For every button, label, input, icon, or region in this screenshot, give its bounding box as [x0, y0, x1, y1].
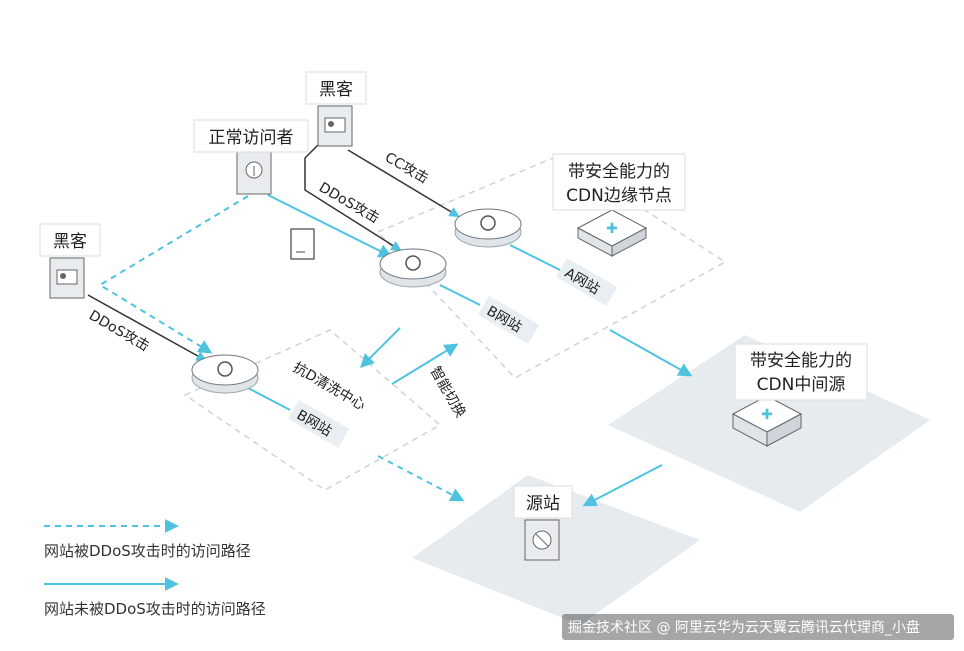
file-icon — [290, 228, 315, 260]
svg-text:带安全能力的: 带安全能力的 — [568, 162, 670, 182]
edge-label-smart-switch: 智能切换 — [427, 364, 470, 421]
svg-text:带安全能力的: 带安全能力的 — [750, 351, 852, 371]
dashed-paths — [98, 195, 465, 502]
path-lines — [87, 144, 693, 507]
path-b-node-to-site — [439, 284, 481, 306]
svg-text:正常访问者: 正常访问者 — [209, 128, 294, 148]
normal-visitor-icon — [236, 151, 272, 195]
label-cdn-edge: 带安全能力的 CDN边缘节点 — [552, 153, 686, 211]
edge-label-cc: CC攻击 — [382, 150, 431, 188]
svg-text:源站: 源站 — [526, 494, 560, 514]
path-a-node-to-site — [509, 244, 561, 271]
svg-text:CDN中间源: CDN中间源 — [757, 375, 846, 395]
svg-text:CDN边缘节点: CDN边缘节点 — [566, 186, 672, 206]
label-hacker-top: 黑客 — [305, 71, 367, 105]
svg-text:掘金技术社区 @ 阿里云华为云天翼云腾讯云代理商_小盘: 掘金技术社区 @ 阿里云华为云天翼云腾讯云代理商_小盘 — [568, 619, 920, 636]
svg-text:黑客: 黑客 — [53, 232, 87, 252]
path-ddos-top — [304, 144, 402, 252]
path-scrub-to-site — [247, 387, 291, 411]
cdn-middle-box: ✚ — [731, 395, 803, 447]
path-edge-to-middle — [609, 329, 693, 377]
legend: 网站被DDoS攻击时的访问路径 网站未被DDoS攻击时的访问路径 — [44, 519, 266, 618]
path-switch-down — [360, 327, 401, 368]
path-middle-to-origin — [582, 464, 663, 507]
hacker-left-icon — [49, 257, 85, 299]
legend-dashed-label: 网站被DDoS攻击时的访问路径 — [44, 542, 251, 560]
hacker-top-icon — [317, 105, 353, 147]
cdn-node-scrubbing — [191, 354, 259, 394]
path-dashed-scrub-to-origin — [377, 455, 465, 502]
svg-text:✚: ✚ — [606, 221, 618, 237]
cdn-edge-box: ✚ — [576, 209, 648, 257]
label-cdn-middle: 带安全能力的 CDN中间源 — [734, 343, 868, 401]
edge-label-ddos-left: DDoS攻击 — [86, 308, 152, 355]
path-cc-attack — [347, 149, 460, 218]
path-ddos-left — [87, 294, 207, 362]
svg-text:黑客: 黑客 — [319, 80, 353, 100]
label-origin: 源站 — [513, 485, 573, 519]
path-visitor-to-b — [267, 194, 393, 258]
svg-text:✚: ✚ — [761, 407, 773, 423]
path-dashed-visitor-reroute — [98, 195, 249, 354]
label-normal-visitor: 正常访问者 — [193, 119, 309, 153]
cdn-node-a — [454, 208, 522, 248]
watermark: 掘金技术社区 @ 阿里云华为云天翼云腾讯云代理商_小盘 — [562, 614, 954, 640]
origin-server-icon — [524, 519, 560, 561]
legend-solid-label: 网站未被DDoS攻击时的访问路径 — [44, 600, 266, 618]
cdn-node-b — [379, 248, 447, 288]
path-switch-up — [391, 343, 459, 385]
label-hacker-left: 黑客 — [39, 223, 101, 257]
